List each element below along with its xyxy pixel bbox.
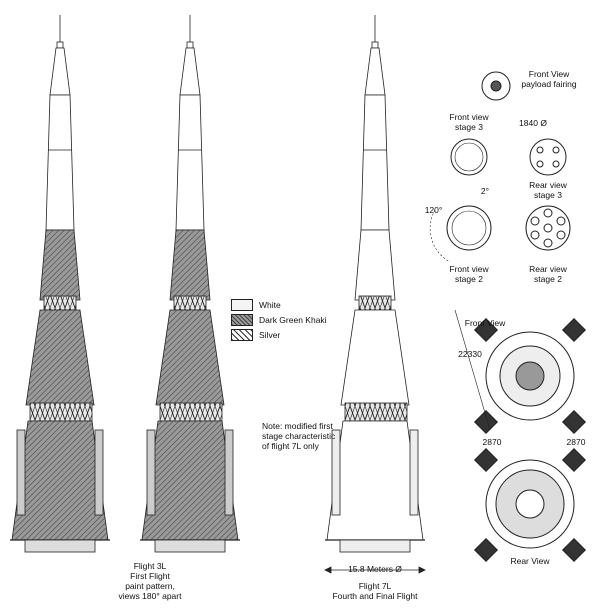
legend-item-dark-green-khaki: Dark Green Khaki bbox=[231, 313, 327, 327]
label-payload-fairing-2: payload fairing bbox=[521, 79, 577, 89]
label-payload-fairing-1: Front View bbox=[528, 69, 570, 79]
label-front-stage2-1: Front view bbox=[449, 264, 489, 274]
first-stage-front-view bbox=[454, 309, 587, 435]
legend-label-silver: Silver bbox=[259, 330, 281, 340]
caption-3l-line-3: paint pattern, bbox=[125, 581, 175, 591]
stage2-rear-view bbox=[525, 205, 571, 251]
label-rear-stage3-1: Rear view bbox=[529, 180, 567, 190]
legend-swatch-silver bbox=[231, 329, 253, 341]
caption-7l-line-2: Fourth and Final Flight bbox=[332, 591, 418, 601]
legend-label-dark-green-khaki: Dark Green Khaki bbox=[259, 315, 327, 325]
dimension-22330: 22330 bbox=[458, 349, 482, 359]
note-line-3: of flight 7L only bbox=[262, 441, 319, 451]
caption-3l-line-4: views 180° apart bbox=[118, 591, 182, 601]
label-rear-view: Rear View bbox=[510, 556, 550, 566]
rocket-flight-7l bbox=[324, 15, 426, 574]
legend-swatch-white bbox=[231, 299, 253, 311]
rocket-flight-3l-view-a bbox=[10, 15, 110, 553]
rocket-flight-3l-view-b bbox=[140, 15, 240, 553]
note-line-1: Note: modified first bbox=[262, 421, 333, 431]
label-front-stage2-2: stage 2 bbox=[455, 274, 483, 284]
dimension-1840: 1840 Ø bbox=[519, 118, 547, 128]
legend-swatch-dark-green-khaki bbox=[231, 314, 253, 326]
caption-3l-line-2: First Flight bbox=[130, 571, 170, 581]
note-line-2: stage characteristic bbox=[262, 431, 336, 441]
dimension-2870-right: 2870 bbox=[566, 437, 586, 447]
first-stage-rear-view bbox=[473, 447, 587, 563]
stage3-front-view bbox=[450, 138, 488, 176]
caption-7l-line-1: Flight 7L bbox=[358, 581, 392, 591]
label-front-stage3-2: stage 3 bbox=[455, 122, 483, 132]
label-front-stage3-1: Front view bbox=[449, 112, 489, 122]
dimension-angle-120: 120° bbox=[424, 205, 443, 215]
payload-fairing-front-view bbox=[481, 71, 511, 101]
legend-label-white: White bbox=[259, 300, 281, 310]
caption-3l-line-1: Flight 3L bbox=[133, 561, 167, 571]
dimension-15-8-meters: 15.8 Meters Ø bbox=[348, 564, 402, 574]
label-rear-stage2-2: stage 2 bbox=[534, 274, 562, 284]
legend-item-silver: Silver bbox=[231, 328, 280, 342]
label-rear-stage2-1: Rear view bbox=[529, 264, 567, 274]
legend-item-white: White bbox=[231, 298, 281, 312]
stage2-front-view bbox=[429, 205, 492, 263]
stage3-rear-view bbox=[529, 138, 567, 176]
label-rear-stage3-2: stage 3 bbox=[534, 190, 562, 200]
dimension-2870-left: 2870 bbox=[482, 437, 502, 447]
dimension-angle-2: 2° bbox=[480, 186, 490, 196]
label-front-view: Front View bbox=[464, 318, 506, 328]
